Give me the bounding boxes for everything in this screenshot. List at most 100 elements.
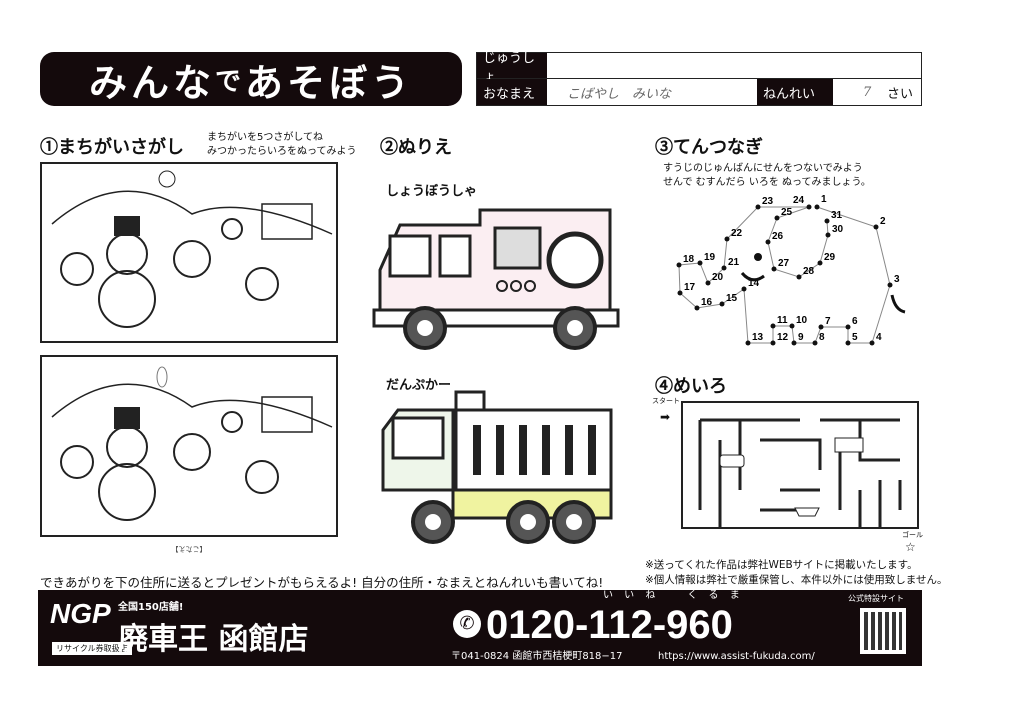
title-text: あそぼう (245, 60, 414, 105)
dot[interactable] (814, 204, 820, 210)
elephant-mouth (740, 271, 765, 282)
dot-number: 25 (781, 207, 793, 218)
age-field[interactable]: 7 (863, 84, 872, 100)
dot[interactable] (770, 323, 776, 329)
section3-title: ③てんつなぎ (655, 137, 763, 157)
instruction-line: せんで むすんだら いろを ぬってみましょう。 (663, 177, 871, 188)
name-field[interactable]: こばやし みいな (567, 86, 672, 102)
dot-number: 15 (726, 293, 738, 304)
dot[interactable] (694, 305, 700, 311)
fire-truck-coloring[interactable] (370, 200, 622, 352)
dot[interactable] (721, 265, 727, 271)
dot[interactable] (697, 260, 703, 266)
dot[interactable] (873, 224, 879, 230)
elephant-eye (754, 253, 762, 261)
dot-number: 2 (880, 216, 886, 227)
dot-number: 26 (772, 231, 784, 242)
store-name: 廃車王 函館店 (118, 622, 309, 657)
phone-number[interactable]: 0120-112-960 (486, 603, 733, 647)
dot[interactable] (812, 340, 818, 346)
name-label: おなまえ (477, 79, 547, 105)
dot-number: 1 (821, 194, 827, 205)
dot-number: 31 (831, 210, 843, 221)
dot[interactable] (818, 324, 824, 330)
instruction-line: すうじのじゅんばんにせんをつないでみよう (663, 163, 863, 174)
notes: ※送ってくれた作品は弊社WEBサイトに掲載いたします。 ※個人情報は弊社で厳重保… (645, 558, 947, 588)
dot[interactable] (869, 340, 875, 346)
elephant-tail (890, 294, 906, 314)
dot[interactable] (770, 340, 776, 346)
start-arrow-icon: ➡ (660, 410, 671, 424)
dot-number: 27 (778, 258, 790, 269)
winter-scene-illustration (51, 170, 333, 328)
submission-message: できあがりを下の住所に送るとプレゼントがもらえるよ! 自分の住所・なまえとねんれ… (40, 575, 604, 590)
name-row: おなまえ こばやし みいな ねんれい 7 さい (477, 79, 921, 105)
dot[interactable] (755, 204, 761, 210)
dot[interactable] (824, 218, 830, 224)
dot-number: 28 (803, 266, 815, 277)
dot[interactable] (771, 266, 777, 272)
dot-number: 22 (731, 228, 743, 239)
dot-number: 9 (798, 332, 804, 343)
instruction-line: まちがいを5つさがしてね (207, 132, 324, 143)
dot-number: 6 (852, 316, 858, 327)
dot[interactable] (745, 340, 751, 346)
dot[interactable] (825, 232, 831, 238)
dot-number: 17 (684, 282, 696, 293)
goal-star-icon: ☆ (905, 540, 916, 554)
dot[interactable] (741, 286, 747, 292)
qr-code[interactable] (860, 608, 906, 654)
address-label: じゅうしょ (477, 51, 547, 85)
age-label: ねんれい (757, 79, 833, 105)
dot[interactable] (887, 282, 893, 288)
dot-number: 7 (825, 316, 831, 327)
website-link[interactable]: https://www.assist-fukuda.com/ (658, 651, 815, 662)
maze[interactable] (680, 400, 920, 530)
address: 〒041-0824 函館市西桔梗町818−17 (451, 651, 623, 662)
section2-title: ②ぬりえ (380, 137, 452, 157)
maze-goal-label: ゴール (902, 531, 923, 539)
dot[interactable] (676, 262, 682, 268)
dump-truck-coloring[interactable] (378, 390, 620, 548)
section4-title: ④めいろ (655, 376, 727, 396)
dot-number: 14 (748, 278, 760, 289)
ngp-logo: NGP (50, 598, 111, 629)
dot[interactable] (677, 290, 683, 296)
dot[interactable] (789, 323, 795, 329)
dot[interactable] (791, 340, 797, 346)
dot[interactable] (845, 340, 851, 346)
entry-form: じゅうしょ おなまえ こばやし みいな ねんれい 7 さい (476, 51, 922, 106)
dot[interactable] (774, 215, 780, 221)
section1-title: ①まちがいさがし (40, 137, 184, 157)
section3-instructions: すうじのじゅんばんにせんをつないでみよう せんで むすんだら いろを ぬってみま… (663, 162, 871, 190)
dot-number: 3 (894, 274, 900, 285)
dot[interactable] (765, 239, 771, 245)
age-unit: さい (886, 86, 913, 102)
dot-number: 19 (704, 252, 716, 263)
phone-ruby: い い ね く る ま (603, 590, 744, 601)
winter-scene-illustration (51, 366, 333, 521)
dot-number: 20 (712, 272, 724, 283)
dot[interactable] (796, 274, 802, 280)
picture-original[interactable] (40, 162, 338, 343)
dot[interactable] (719, 301, 725, 307)
dot[interactable] (806, 204, 812, 210)
dot[interactable] (817, 260, 823, 266)
maze-start-label: スタート (652, 397, 680, 405)
note-line: ※個人情報は弊社で厳重保管し、本件以外には使用致しません。 (645, 574, 948, 586)
dot-number: 18 (683, 254, 695, 265)
title-text: みんな (88, 60, 215, 105)
dot-number: 10 (796, 315, 808, 326)
dot[interactable] (845, 324, 851, 330)
picture-different[interactable] (40, 355, 338, 537)
dot-number: 23 (762, 196, 774, 207)
dot-number: 16 (701, 297, 713, 308)
dot[interactable] (724, 236, 730, 242)
dot-number: 13 (752, 332, 764, 343)
instruction-line: みつかったらいろをぬってみよう (207, 146, 357, 157)
dot[interactable] (705, 280, 711, 286)
fire-truck-label: しょうぼうしゃ (386, 184, 478, 199)
footer-banner: NGP リサイクル券取扱店 全国150店舗! 廃車王 函館店 ✆ い い ね く… (38, 590, 922, 666)
tagline: 全国150店舗! (118, 602, 184, 613)
